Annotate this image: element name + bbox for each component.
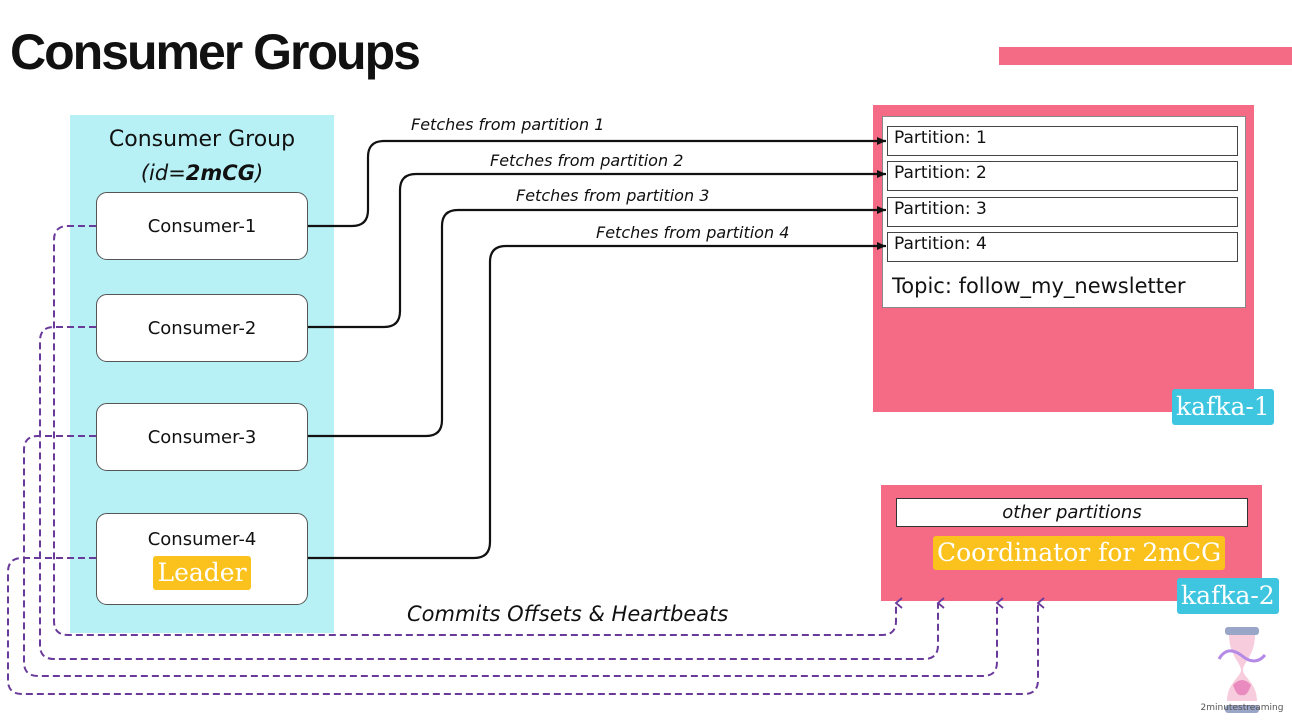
consumer-1-box: Consumer-1 bbox=[96, 192, 308, 260]
commit-line-2 bbox=[39, 326, 945, 660]
consumer-4-label: Consumer-4 bbox=[147, 528, 257, 550]
kafka-2-tag: kafka-2 bbox=[1177, 578, 1279, 614]
fetch-label-3: Fetches from partition 3 bbox=[516, 186, 710, 205]
kafka-1-tag: kafka-1 bbox=[1172, 389, 1274, 425]
coordinator-label: Coordinator for 2mCG bbox=[933, 536, 1226, 570]
group-id-value: 2mCG bbox=[185, 161, 255, 185]
partition-2: Partition: 2 bbox=[887, 161, 1238, 191]
partition-4: Partition: 4 bbox=[887, 232, 1238, 262]
consumer-group-id: (id=2mCG) bbox=[140, 161, 264, 185]
commit-line-4 bbox=[7, 557, 1045, 695]
consumer-3-label: Consumer-3 bbox=[147, 426, 257, 448]
fetch-arrow-1 bbox=[308, 137, 886, 228]
fetch-arrow-3 bbox=[308, 206, 886, 438]
consumer-group-title: Consumer Group bbox=[108, 127, 296, 152]
hourglass-logo-icon bbox=[1217, 627, 1267, 713]
consumer-3-box: Consumer-3 bbox=[96, 403, 308, 471]
partition-1: Partition: 1 bbox=[887, 126, 1238, 156]
fetch-label-4: Fetches from partition 4 bbox=[596, 223, 790, 242]
other-partitions-box: other partitions bbox=[896, 498, 1248, 527]
commit-line-1 bbox=[53, 225, 903, 636]
commits-label: Commits Offsets & Heartbeats bbox=[407, 602, 729, 626]
logo-caption: 2minutestreaming bbox=[1200, 703, 1284, 713]
leader-badge: Leader bbox=[153, 555, 251, 590]
consumer-4-box: Consumer-4 Leader bbox=[96, 513, 308, 605]
partition-3: Partition: 3 bbox=[887, 197, 1238, 227]
topic-label: Topic: follow_my_newsletter bbox=[892, 274, 1186, 298]
page-title: Consumer Groups bbox=[10, 24, 421, 80]
commit-line-3 bbox=[23, 435, 1004, 677]
fetch-arrow-4 bbox=[308, 242, 886, 560]
decorative-bar bbox=[999, 47, 1292, 65]
fetch-label-2: Fetches from partition 2 bbox=[490, 151, 684, 170]
consumer-2-box: Consumer-2 bbox=[96, 294, 308, 362]
consumer-2-label: Consumer-2 bbox=[147, 317, 257, 339]
fetch-label-1: Fetches from partition 1 bbox=[411, 115, 605, 134]
consumer-1-label: Consumer-1 bbox=[147, 215, 257, 237]
fetch-arrow-2 bbox=[308, 170, 886, 329]
